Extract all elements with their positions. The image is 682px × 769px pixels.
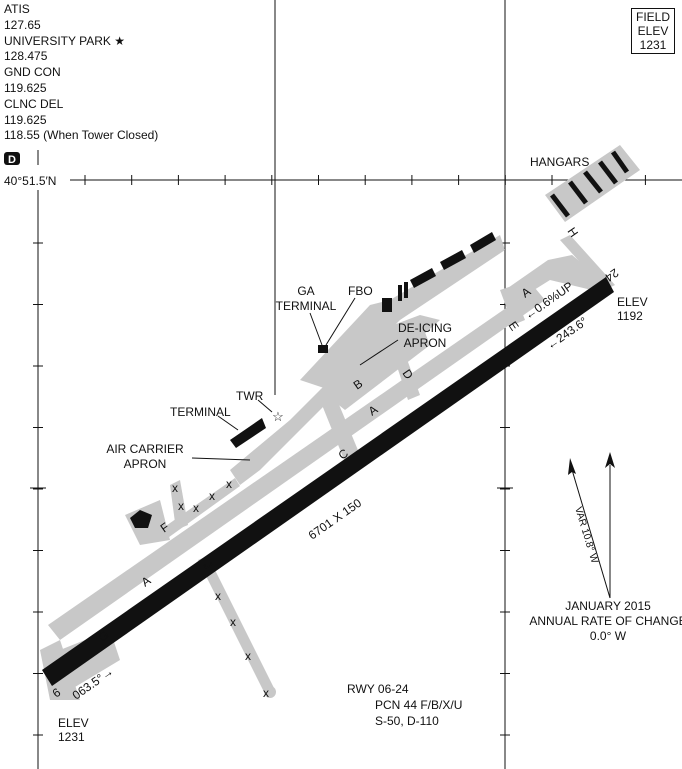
- deicing-label: DE-ICING: [398, 321, 452, 335]
- tower-icon: ☆: [272, 409, 284, 424]
- runway-dimensions: 6701 X 150: [306, 496, 365, 543]
- field-elev-label: FIELD: [635, 10, 670, 24]
- svg-text:x: x: [215, 589, 221, 603]
- svg-text:x: x: [230, 615, 236, 629]
- north-arrow-icon: [568, 452, 615, 599]
- elev-sw-label: ELEV: [58, 716, 89, 730]
- freq-line: ATIS: [4, 2, 30, 16]
- tower-label: TWR: [236, 389, 264, 403]
- ga-terminal-label: GA: [297, 284, 314, 298]
- latitude-label: 40°51.5′N: [4, 174, 56, 188]
- magvar-date: JANUARY 2015: [565, 599, 651, 613]
- runway-info-line: PCN 44 F/B/X/U: [375, 698, 462, 712]
- magvar-rate-value: 0.0° W: [590, 629, 627, 643]
- elev-ne-label: ELEV: [617, 295, 648, 309]
- freq-line: 128.475: [4, 49, 48, 64]
- freq-line: 118.55 (When Tower Closed): [4, 128, 159, 143]
- field-elevation-box: FIELD ELEV 1231: [631, 8, 675, 54]
- elev-sw-value: 1231: [58, 730, 85, 744]
- magnetic-variation: VAR 10.8° W: [572, 506, 600, 565]
- d-badge-label: D: [8, 154, 16, 166]
- hangars-label: HANGARS: [530, 155, 589, 169]
- magvar-rate-label: ANNUAL RATE OF CHANGE: [529, 614, 682, 628]
- svg-text:x: x: [209, 489, 215, 503]
- freq-line: 127.65: [4, 17, 41, 32]
- ga-terminal-label: TERMINAL: [276, 299, 337, 313]
- taxiways-aprons: [40, 145, 640, 700]
- freq-line: GND CON: [4, 65, 61, 80]
- deicing-label: APRON: [404, 336, 447, 350]
- air-carrier-label: APRON: [124, 457, 167, 471]
- buildings: [130, 150, 630, 528]
- svg-text:x: x: [263, 686, 269, 700]
- lat-lon-grid: [30, 0, 682, 769]
- freq-line: CLNC DEL: [4, 96, 64, 111]
- field-elev-value: 1231: [639, 38, 667, 52]
- svg-text:x: x: [172, 481, 178, 495]
- freq-line: UNIVERSITY PARK ★: [4, 33, 126, 48]
- runway-info-line: RWY 06-24: [347, 682, 409, 696]
- air-carrier-label: AIR CARRIER: [106, 442, 184, 456]
- runway-info-line: S-50, D-110: [375, 714, 439, 728]
- d-badge: [4, 152, 20, 165]
- frequency-list: ATIS 127.65 UNIVERSITY PARK ★ 128.475 GN…: [4, 2, 158, 144]
- svg-text:x: x: [178, 499, 184, 513]
- runway-06-24: [42, 277, 614, 686]
- terminal-label: TERMINAL: [170, 405, 231, 419]
- leader-lines: [191, 297, 399, 461]
- svg-text:x: x: [193, 501, 199, 515]
- freq-line: 119.625: [4, 112, 47, 127]
- field-elev-label: ELEV: [637, 24, 669, 38]
- svg-text:x: x: [226, 477, 232, 491]
- freq-line: 119.625: [4, 80, 47, 95]
- fbo-label: FBO: [348, 284, 373, 298]
- elev-ne-value: 1192: [617, 309, 643, 323]
- svg-text:x: x: [245, 649, 251, 663]
